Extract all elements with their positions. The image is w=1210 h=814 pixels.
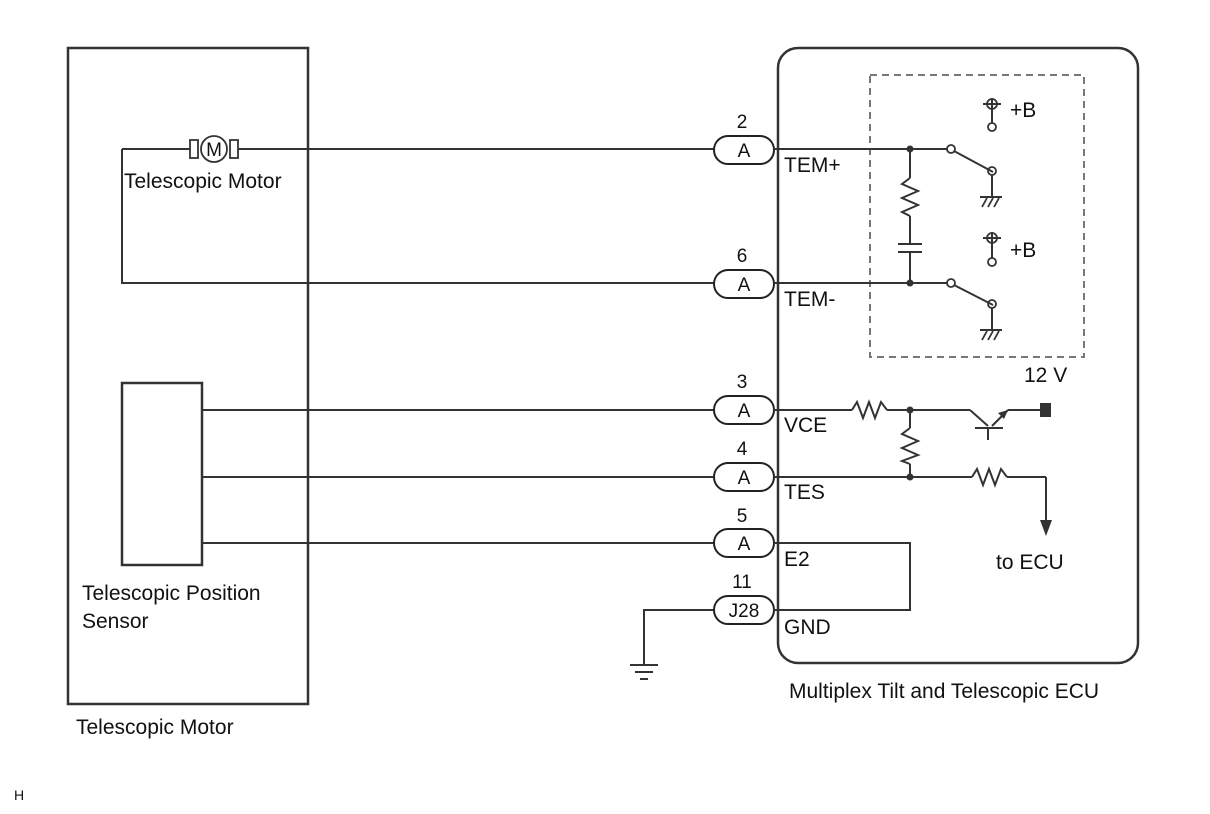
pin-number: 4 <box>737 439 748 460</box>
ground-symbol <box>630 664 658 680</box>
pin-number: 5 <box>737 506 748 527</box>
connector-id: A <box>738 534 751 555</box>
ecu-label: Multiplex Tilt and Telescopic ECU <box>789 680 1099 703</box>
to-ecu-label: to ECU <box>996 551 1064 574</box>
position-sensor-box <box>120 381 204 567</box>
connector-id: J28 <box>729 601 760 622</box>
telescopic-motor-housing-label: Telescopic Motor <box>76 716 234 739</box>
motor-symbol-letter: M <box>206 140 222 161</box>
connector-pin-6: 6 A TEM- <box>713 246 835 311</box>
sensor-label-line1: Telescopic Position <box>82 582 261 605</box>
ecu-box <box>776 46 1140 665</box>
connector-id: A <box>738 275 751 296</box>
connector-pin-3: 3 A VCE <box>713 372 827 437</box>
connector-id: A <box>738 468 751 489</box>
supply-12v-label: 12 V <box>1024 364 1067 387</box>
signal-name: TEM- <box>784 288 835 311</box>
pin-number: 6 <box>737 246 748 267</box>
corner-mark: H <box>14 787 24 803</box>
signal-name: GND <box>784 616 831 639</box>
pin-number: 11 <box>732 572 752 593</box>
signal-name: TES <box>784 481 825 504</box>
relay-switch-tem-minus <box>946 232 1002 341</box>
relay-switch-tem-plus <box>946 98 1002 208</box>
telescopic-motor-housing <box>66 46 310 706</box>
snubber-network <box>898 145 922 287</box>
connector-pin-2: 2 A TEM+ <box>713 112 841 177</box>
connector-id: A <box>738 401 751 422</box>
signal-name: E2 <box>784 548 810 571</box>
motor-symbol: M <box>122 135 714 163</box>
sensor-interface-circuit <box>774 399 1052 611</box>
sensor-label-line2: Sensor <box>82 610 149 633</box>
motor-driver-block <box>869 74 1085 358</box>
wire-gnd <box>643 609 714 665</box>
motor-return-wire <box>121 149 714 284</box>
signal-name: TEM+ <box>784 154 841 177</box>
connector-pin-5: 5 A E2 <box>713 506 810 571</box>
connector-pin-4: 4 A TES <box>713 439 825 504</box>
pin-number: 2 <box>737 112 748 133</box>
supply-b-label-1: +B <box>1010 99 1036 122</box>
connector-id: A <box>738 141 751 162</box>
signal-name: VCE <box>784 414 827 437</box>
supply-b-label-2: +B <box>1010 239 1036 262</box>
pin-number: 3 <box>737 372 748 393</box>
connector-pin-11: 11 J28 GND <box>713 572 831 639</box>
telescopic-motor-label: Telescopic Motor <box>124 170 282 193</box>
